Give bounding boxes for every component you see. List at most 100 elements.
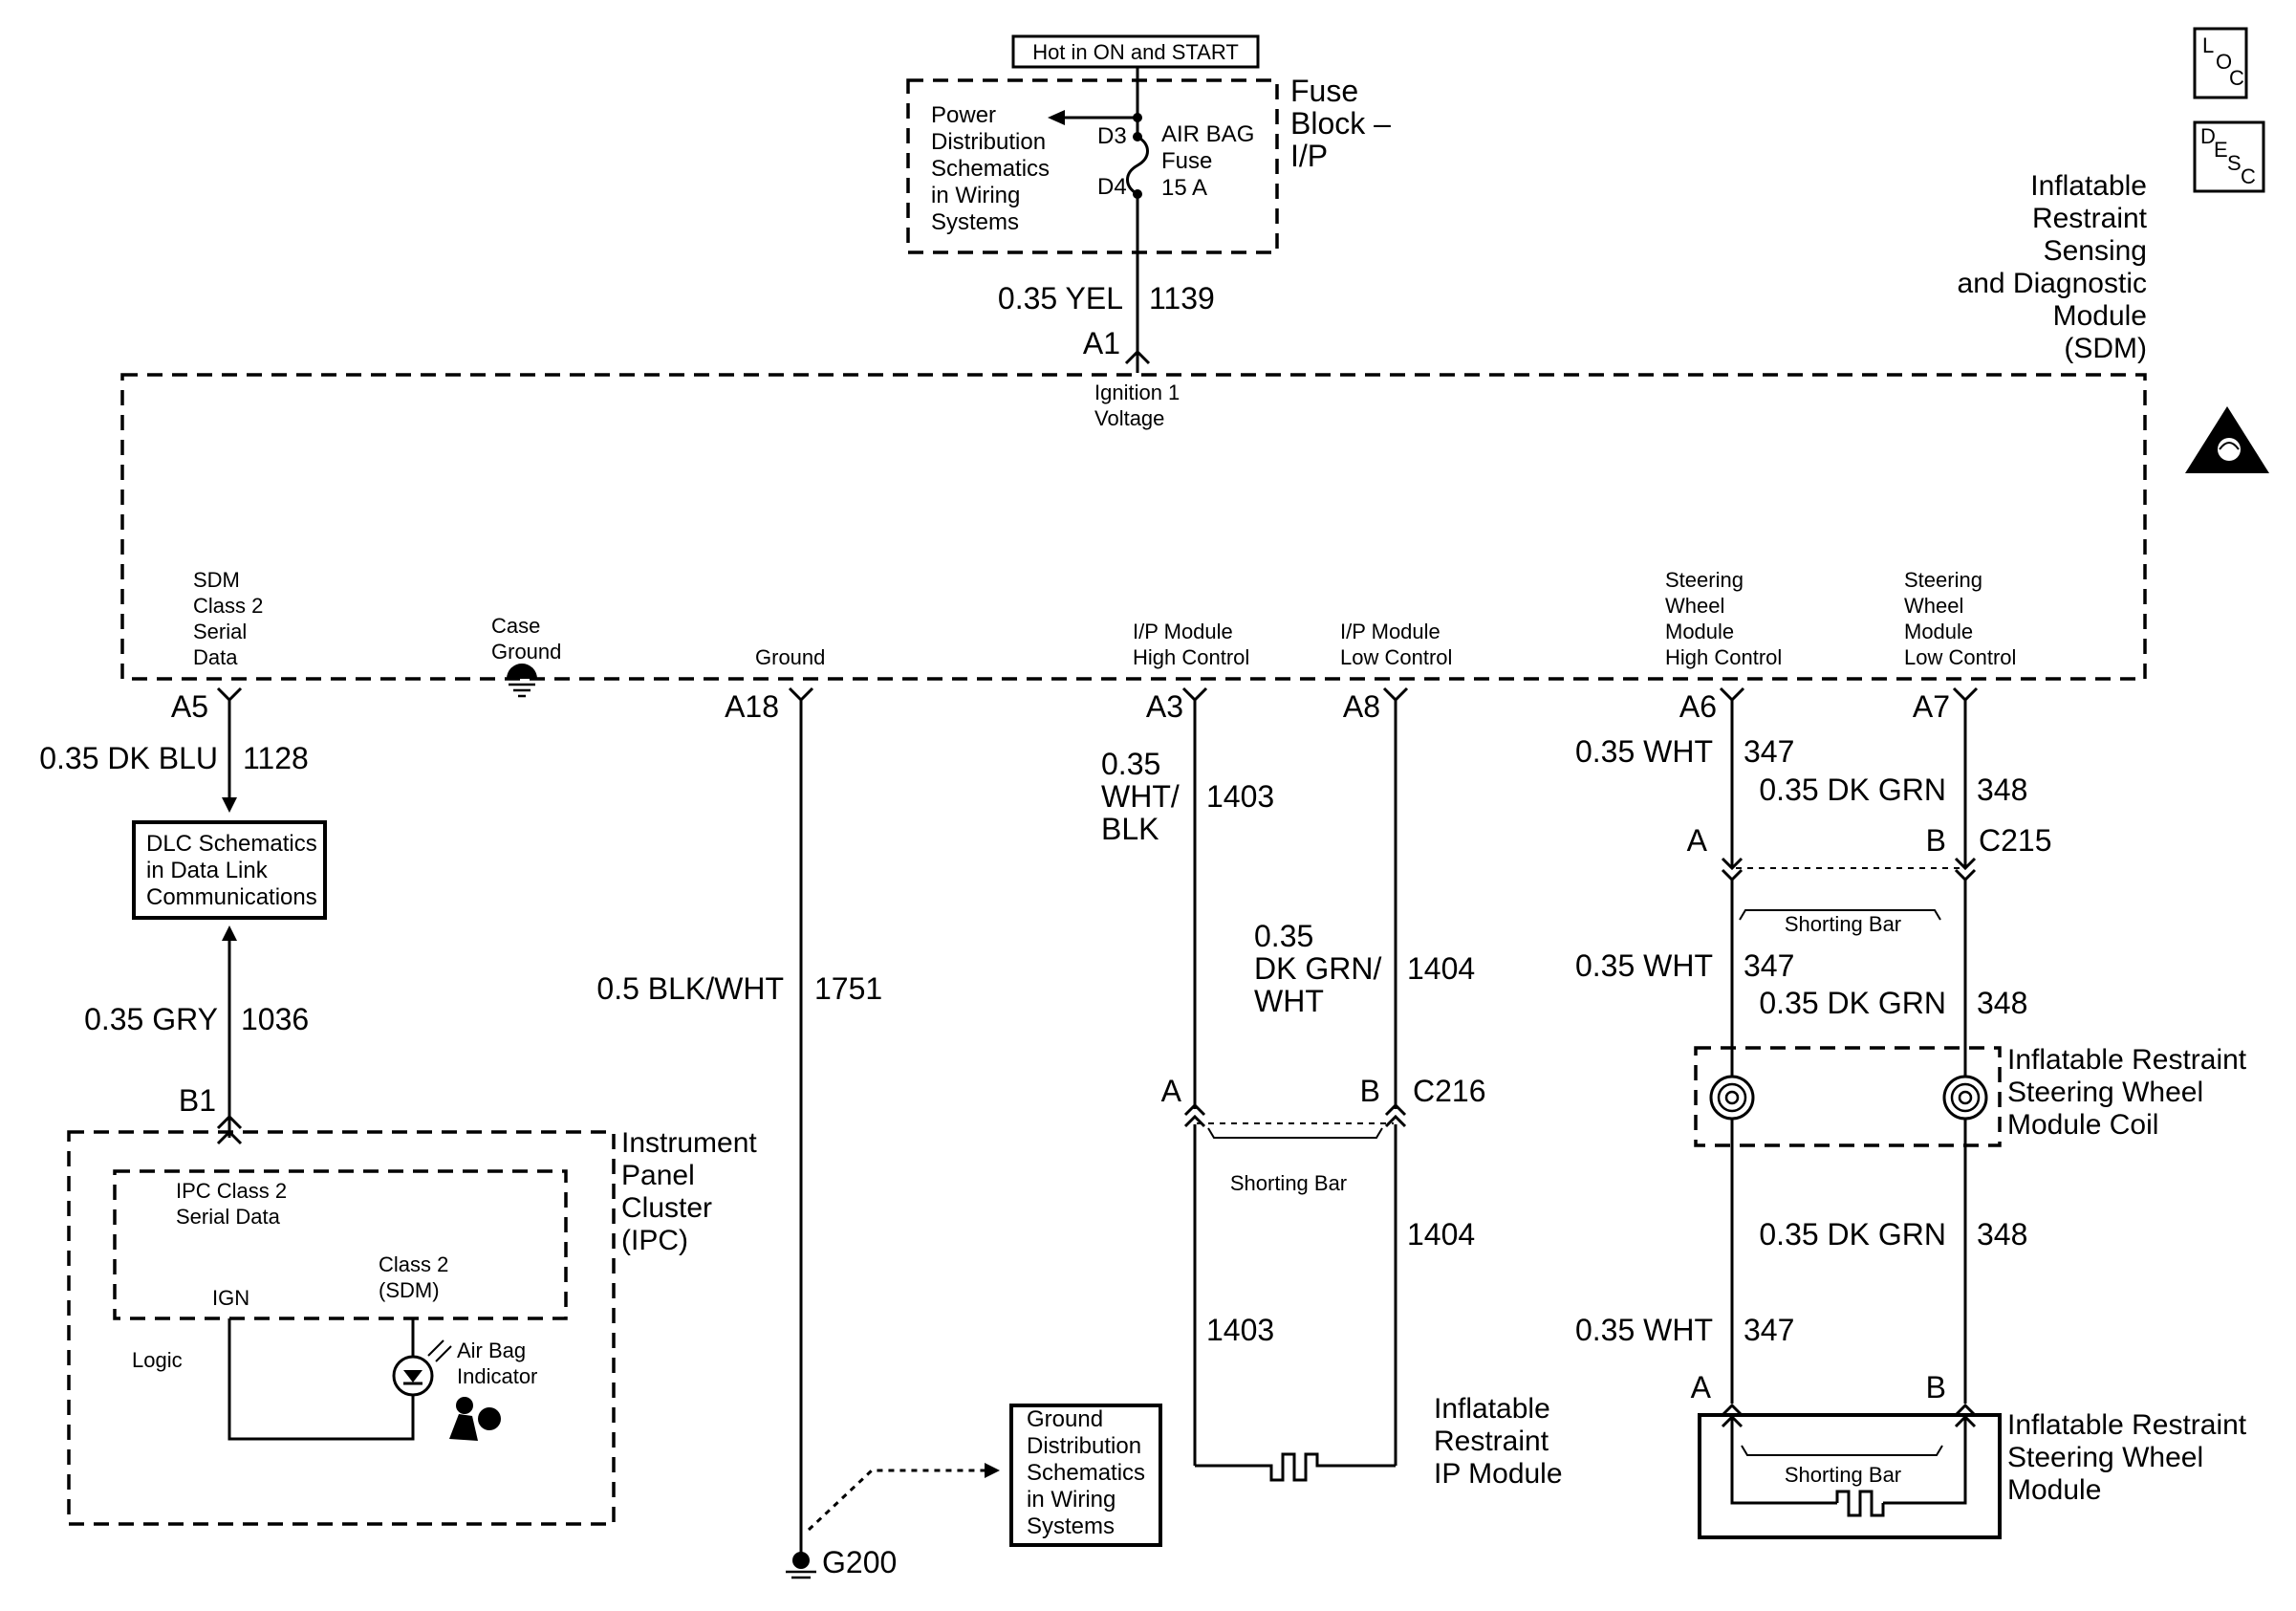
sw-module-pin-b: B xyxy=(1926,1370,1946,1404)
fuse-icon xyxy=(1126,135,1149,196)
arrow-left-icon xyxy=(1048,110,1065,125)
ipc-serial-data-label: IPC Class 2 Serial Data xyxy=(176,1179,287,1229)
sw-green-gauge-1: 0.35 DK GRN xyxy=(1759,773,1946,807)
ip-low-control-label: I/P Module Low Control xyxy=(1340,620,1452,669)
esd-warning-icon xyxy=(2185,406,2269,473)
svg-text:Air Bag: Air Bag xyxy=(457,1339,526,1362)
svg-text:AIR BAG: AIR BAG xyxy=(1161,121,1254,147)
ground-distribution-box[interactable] xyxy=(1009,1404,1162,1547)
svg-text:Low Control: Low Control xyxy=(1904,645,2016,669)
svg-text:Block –: Block – xyxy=(1290,106,1391,141)
dlc-schematics-box[interactable] xyxy=(132,820,327,920)
sw-shorting-bar-bracket xyxy=(1739,909,1941,921)
svg-text:Serial Data: Serial Data xyxy=(176,1205,281,1229)
ip-high-circuit-2: 1403 xyxy=(1206,1313,1274,1347)
svg-text:C: C xyxy=(2229,66,2244,90)
serial-pin-a5: A5 xyxy=(171,689,208,724)
ground-gauge: 0.5 BLK/WHT xyxy=(596,971,784,1006)
sw-conn-a: A xyxy=(1687,823,1708,858)
sw-green-circuit-3: 348 xyxy=(1977,1217,2027,1252)
svg-text:Case: Case xyxy=(491,614,540,638)
svg-text:S: S xyxy=(2227,151,2242,175)
svg-text:in Wiring: in Wiring xyxy=(1027,1487,1116,1513)
sw-white-gauge-2: 0.35 WHT xyxy=(1575,948,1713,983)
svg-text:Module: Module xyxy=(1665,620,1734,643)
svg-text:Systems: Systems xyxy=(931,209,1019,235)
svg-text:Class 2: Class 2 xyxy=(193,594,263,618)
logic-label: Logic xyxy=(132,1348,183,1372)
serial-circuit: 1128 xyxy=(243,741,309,775)
svg-text:Sensing: Sensing xyxy=(2044,235,2147,267)
ign-wire-circuit: 1139 xyxy=(1149,281,1215,316)
dlc-schematics-label: DLC Schematics in Data Link Communicatio… xyxy=(146,831,317,910)
svg-text:DLC Schematics: DLC Schematics xyxy=(146,831,317,857)
ip-connector-c216: C216 xyxy=(1413,1074,1486,1108)
ign-label: IGN xyxy=(212,1286,249,1310)
svg-text:in Data Link: in Data Link xyxy=(146,858,269,883)
sw-coil-box xyxy=(1694,1046,2002,1147)
svg-text:Wheel: Wheel xyxy=(1904,594,1963,618)
sw-green-gauge-3: 0.35 DK GRN xyxy=(1759,1217,1946,1252)
ip-pin-a8: A8 xyxy=(1343,689,1380,724)
svg-text:Systems: Systems xyxy=(1027,1513,1115,1539)
svg-text:Schematics: Schematics xyxy=(931,156,1050,182)
sdm-ground-label: Ground xyxy=(755,645,825,669)
svg-text:Fuse: Fuse xyxy=(1161,148,1212,174)
svg-text:Distribution: Distribution xyxy=(1027,1433,1141,1459)
svg-text:Steering Wheel: Steering Wheel xyxy=(2007,1077,2203,1108)
svg-text:(SDM): (SDM) xyxy=(379,1278,440,1302)
svg-text:Hot in ON and START: Hot in ON and START xyxy=(1032,40,1239,64)
svg-text:Wheel: Wheel xyxy=(1665,594,1724,618)
svg-text:Steering: Steering xyxy=(1904,568,1982,592)
svg-text:Module: Module xyxy=(1904,620,1973,643)
svg-text:Fuse: Fuse xyxy=(1290,74,1358,108)
ip-squib-icon xyxy=(1195,1452,1396,1482)
svg-text:Steering Wheel: Steering Wheel xyxy=(2007,1442,2203,1473)
sw-white-circuit-3: 347 xyxy=(1744,1313,1794,1347)
svg-text:Inflatable: Inflatable xyxy=(2030,170,2147,202)
ip-high-control-label: I/P Module High Control xyxy=(1133,620,1249,669)
sw-white-circuit-2: 347 xyxy=(1744,948,1794,983)
sw-white-circuit-1: 347 xyxy=(1744,734,1794,769)
ign-wire-gauge: 0.35 YEL xyxy=(998,281,1123,316)
ground-circuit: 1751 xyxy=(814,971,882,1006)
svg-text:Restraint: Restraint xyxy=(1434,1426,1549,1457)
desc-icon[interactable]: D E S C xyxy=(2193,120,2265,193)
ip-conn-a: A xyxy=(1161,1074,1182,1108)
svg-text:Class 2: Class 2 xyxy=(379,1252,448,1276)
svg-text:E: E xyxy=(2214,138,2228,162)
svg-text:Inflatable: Inflatable xyxy=(1434,1393,1550,1425)
svg-text:IP Module: IP Module xyxy=(1434,1458,1563,1490)
svg-text:0.35: 0.35 xyxy=(1101,747,1160,781)
ip-high-circuit: 1403 xyxy=(1206,779,1274,814)
sw-green-circuit-2: 348 xyxy=(1977,986,2027,1020)
svg-text:Power: Power xyxy=(931,102,996,128)
ip-shorting-bar-label: Shorting Bar xyxy=(1230,1171,1347,1195)
svg-text:(SDM): (SDM) xyxy=(2064,333,2147,364)
ip-pin-a3: A3 xyxy=(1146,689,1183,724)
ip-high-gauge: 0.35 WHT/ BLK xyxy=(1101,747,1180,846)
sw-module-shorting-bar-bracket xyxy=(1741,1445,1943,1456)
svg-text:Module Coil: Module Coil xyxy=(2007,1109,2158,1141)
sw-white-gauge-3: 0.35 WHT xyxy=(1575,1313,1713,1347)
sdm-box xyxy=(120,373,2147,681)
sw-pin-a6: A6 xyxy=(1679,689,1717,724)
ground-pin-a18: A18 xyxy=(725,689,779,724)
svg-text:I/P Module: I/P Module xyxy=(1340,620,1440,643)
svg-text:Voltage: Voltage xyxy=(1094,406,1164,430)
sw-white-gauge-1: 0.35 WHT xyxy=(1575,734,1713,769)
ip-low-circuit-2: 1404 xyxy=(1407,1217,1475,1252)
sdm-title: Inflatable Restraint Sensing and Diagnos… xyxy=(1958,170,2148,364)
svg-text:L: L xyxy=(2202,33,2214,57)
sw-connector-c215: C215 xyxy=(1979,823,2052,858)
svg-text:Ground: Ground xyxy=(1027,1406,1103,1432)
loc-icon[interactable]: L O C xyxy=(2193,27,2248,99)
svg-text:Inflatable Restraint: Inflatable Restraint xyxy=(2007,1044,2247,1076)
svg-text:Restraint: Restraint xyxy=(2032,203,2148,234)
case-ground-label: Case Ground xyxy=(491,614,561,664)
svg-text:C: C xyxy=(2241,164,2256,188)
svg-text:DK GRN/: DK GRN/ xyxy=(1254,951,1381,986)
svg-text:IPC Class 2: IPC Class 2 xyxy=(176,1179,287,1203)
svg-text:SDM: SDM xyxy=(193,568,240,592)
